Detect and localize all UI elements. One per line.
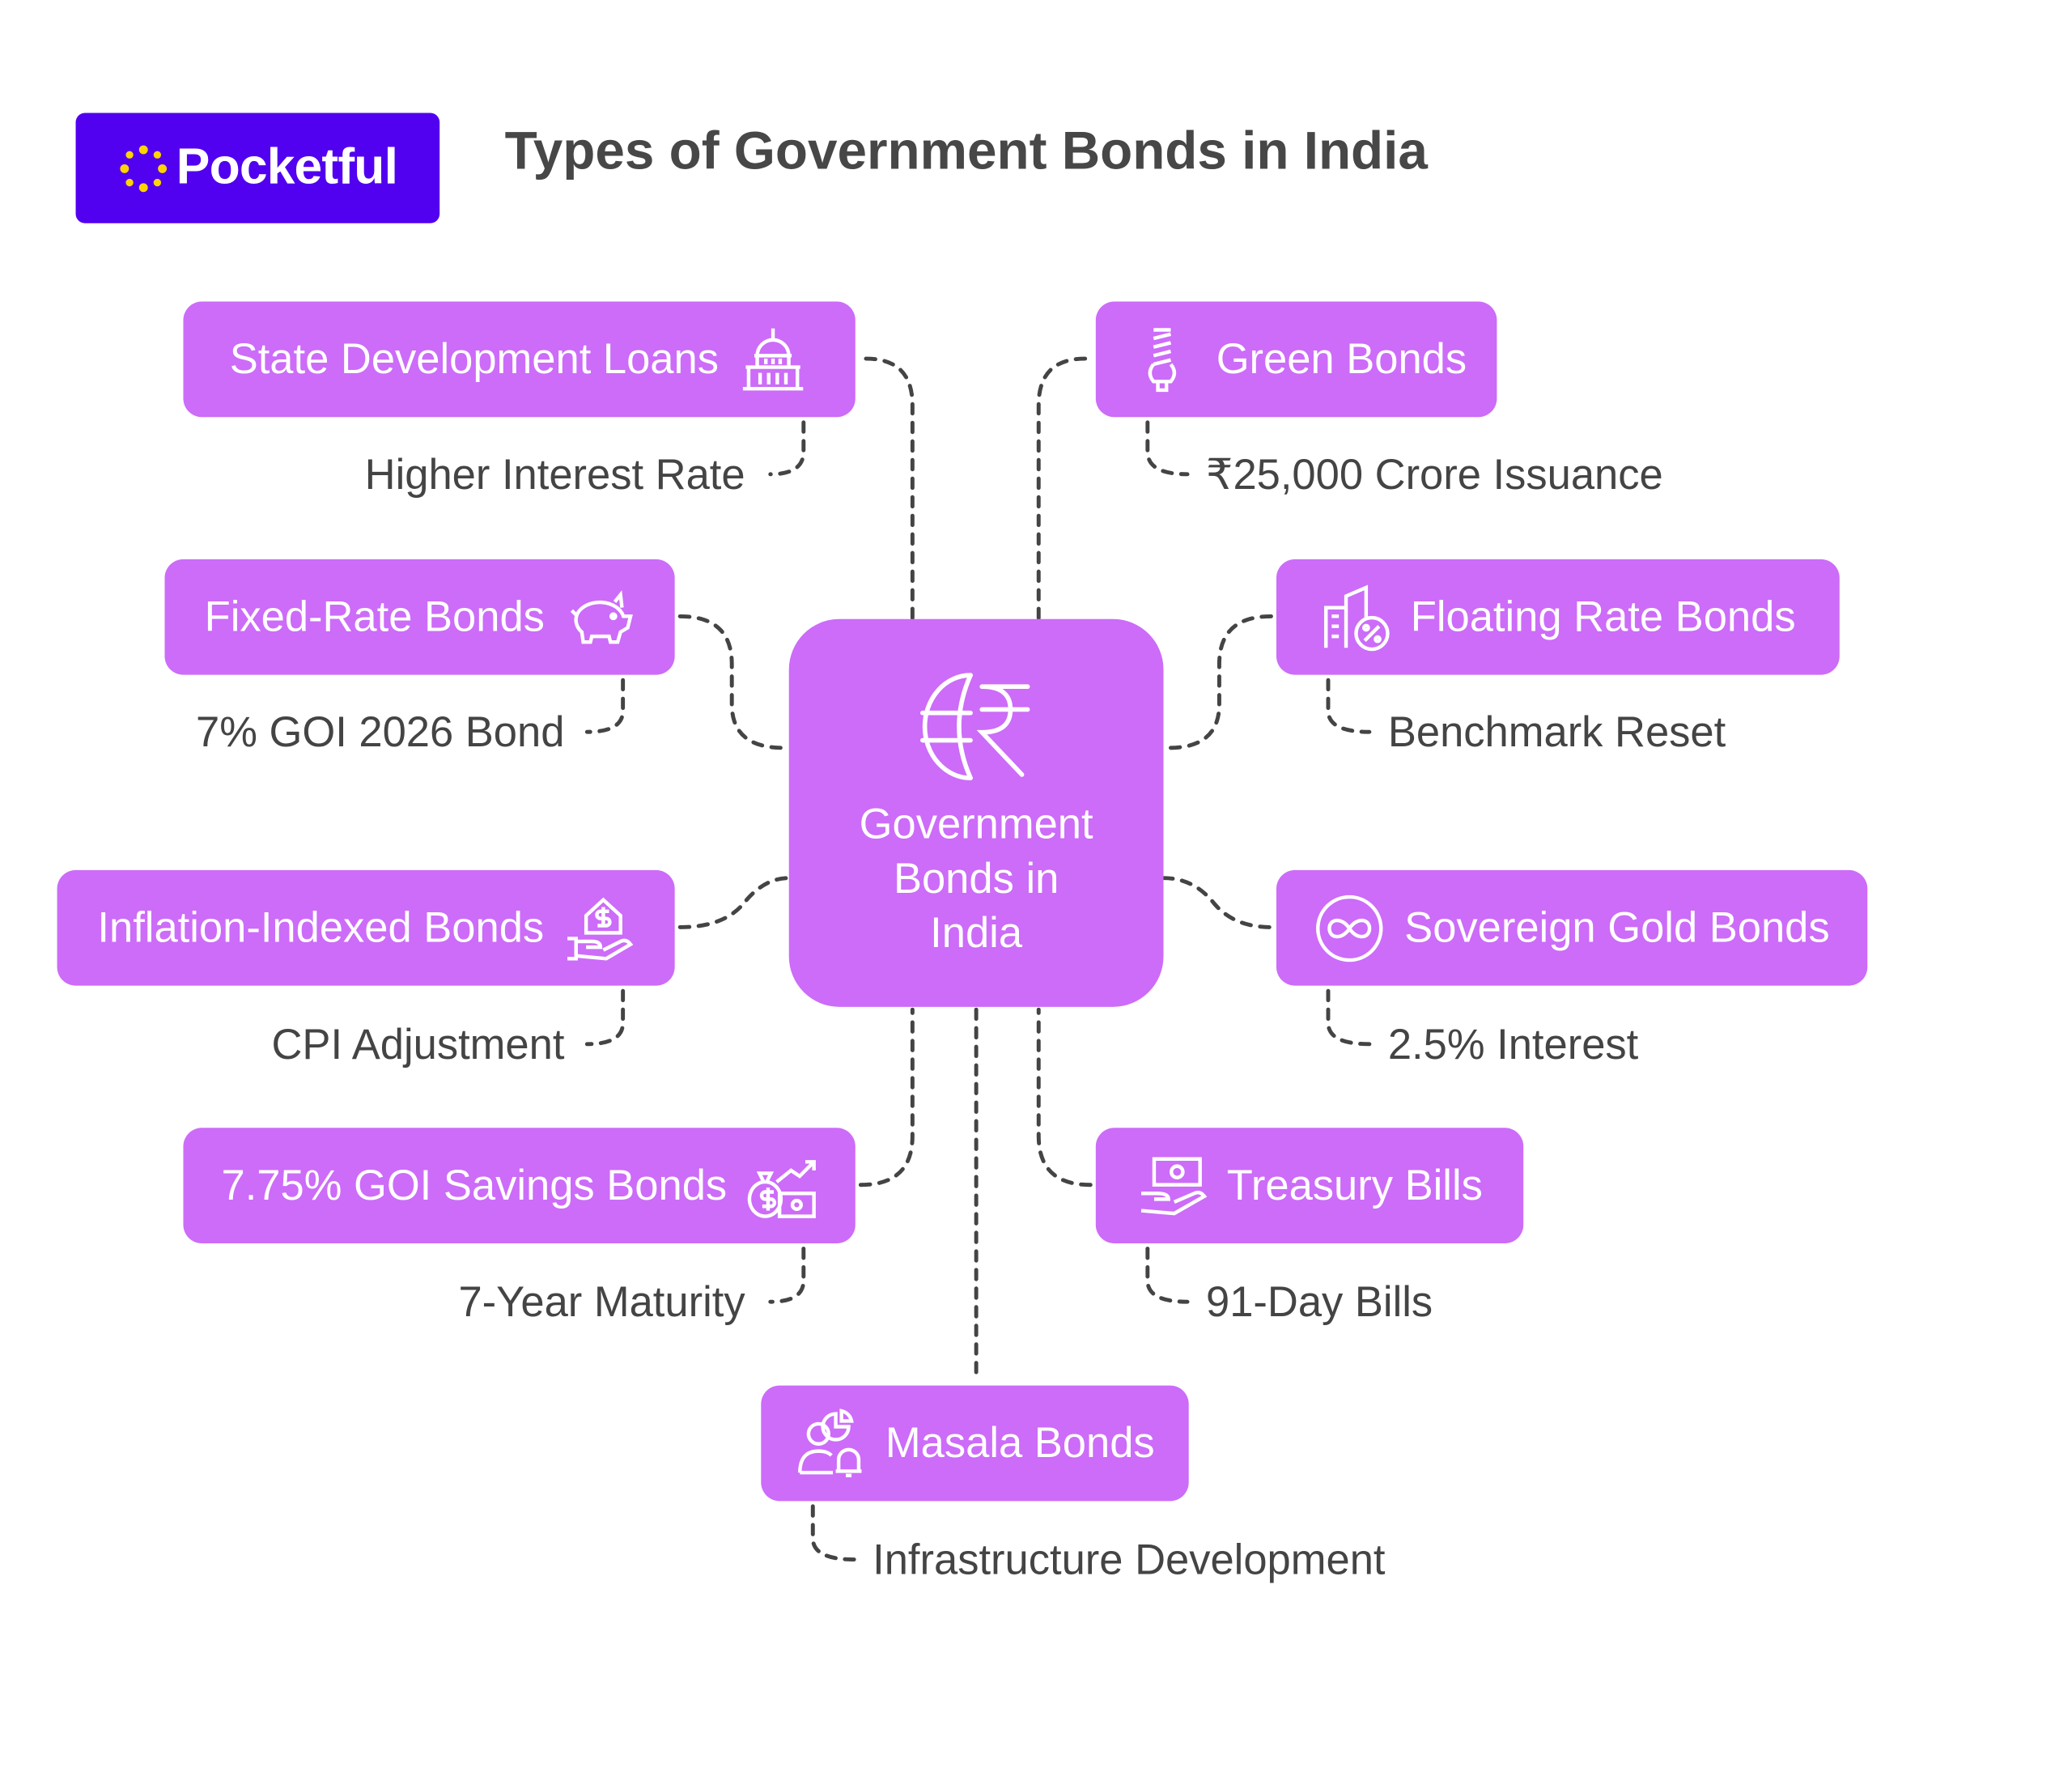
money-bag-growth-icon <box>748 1159 817 1218</box>
sub-label-goi-savings-bonds: 7-Year Maturity <box>458 1277 745 1326</box>
sub-label-sovereign-gold-bonds: 2.5% Interest <box>1387 1020 1639 1069</box>
hand-banknote-icon <box>1140 1156 1207 1215</box>
node-green-bonds: Green Bonds <box>1095 301 1497 418</box>
node-label: Treasury Bills <box>1226 1161 1483 1209</box>
sub-label-fixed-rate-bonds: 7% GOI 2026 Bond <box>196 707 565 756</box>
sub-label-masala-bonds: Infrastructure Development <box>873 1535 1386 1584</box>
central-label-line: Government <box>859 799 1093 848</box>
node-treasury-bills: Treasury Bills <box>1095 1128 1524 1243</box>
node-inflation-indexed-bonds: Inflation-Indexed Bonds <box>57 869 675 986</box>
pocketful-logo: Pocketful <box>75 113 440 223</box>
sub-label-floating-rate-bonds: Benchmark Reset <box>1387 707 1726 756</box>
lightbulb-icon <box>1148 327 1176 392</box>
person-chart-bell-icon <box>797 1408 861 1477</box>
connector-inflation-indexed-bonds <box>677 876 792 929</box>
node-sovereign-gold-bonds: Sovereign Gold Bonds <box>1276 869 1868 986</box>
node-label: Inflation-Indexed Bonds <box>97 903 545 951</box>
node-fixed-rate-bonds: Fixed-Rate Bonds <box>164 559 675 675</box>
hand-house-dollar-icon <box>567 896 633 960</box>
node-goi-savings-bonds: 7.75% GOI Savings Bonds <box>183 1128 856 1243</box>
node-label: Green Bonds <box>1216 334 1467 383</box>
connector-fixed-rate-bonds <box>677 614 786 750</box>
node-label: State Development Loans <box>229 334 719 383</box>
central-label-line: Bonds in <box>893 854 1059 903</box>
node-label: Floating Rate Bonds <box>1410 592 1796 640</box>
sub-label-inflation-indexed-bonds: CPI Adjustment <box>271 1020 565 1069</box>
sub-connector-6 <box>768 1247 806 1304</box>
node-masala-bonds: Masala Bonds <box>761 1385 1189 1502</box>
node-state-development-loans: State Development Loans <box>183 301 856 418</box>
central-label-line: India <box>930 908 1023 957</box>
globe-rupee-icon <box>919 673 1030 780</box>
sub-connector-5 <box>1326 988 1372 1047</box>
page-title: Types of Government Bonds in India <box>504 121 1428 181</box>
capitol-building-icon <box>743 327 804 390</box>
sub-connector-3 <box>1326 678 1372 734</box>
sub-connector-7 <box>1145 1247 1190 1304</box>
sub-connector-8 <box>810 1504 856 1561</box>
node-label: 7.75% GOI Savings Bonds <box>221 1161 728 1209</box>
connector-state-development-loans <box>864 356 915 622</box>
central-node: Government Bonds in India <box>788 618 1164 1007</box>
node-label: Masala Bonds <box>885 1418 1155 1467</box>
sub-connector-4 <box>584 988 626 1047</box>
connector-floating-rate-bonds <box>1166 614 1273 750</box>
node-floating-rate-bonds: Floating Rate Bonds <box>1276 559 1840 675</box>
sub-label-green-bonds: ₹25,000 Crore Issuance <box>1206 450 1663 499</box>
piggy-bank-icon <box>570 589 634 644</box>
connector-goi-savings-bonds <box>858 1007 915 1188</box>
node-label: Sovereign Gold Bonds <box>1404 903 1830 951</box>
sub-label-state-development-loans: Higher Interest Rate <box>364 450 745 499</box>
sub-connector-1 <box>1145 420 1190 477</box>
sub-label-treasury-bills: 91-Day Bills <box>1206 1277 1433 1326</box>
infinity-circle-icon <box>1316 894 1384 962</box>
logo-text: Pocketful <box>176 139 398 196</box>
building-percent-icon <box>1324 584 1390 651</box>
sub-connector-0 <box>768 420 806 477</box>
connector-green-bonds <box>1036 356 1088 622</box>
connector-sovereign-gold-bonds <box>1161 876 1273 929</box>
pocketful-burst-logo-icon <box>119 144 167 192</box>
connector-treasury-bills <box>1036 1007 1093 1188</box>
sub-connector-2 <box>584 678 626 734</box>
node-label: Fixed-Rate Bonds <box>204 592 545 640</box>
